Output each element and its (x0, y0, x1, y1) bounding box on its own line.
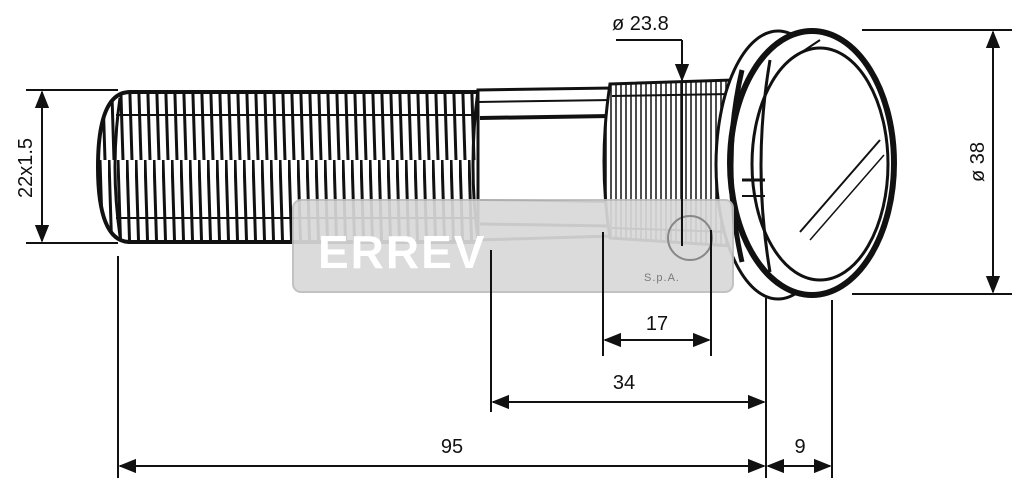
neck-diameter-label: ø 23.8 (612, 13, 669, 35)
watermark-brand: ERREV (318, 226, 486, 278)
shank-length-label: 34 (613, 372, 635, 394)
head-diameter-label: ø 38 (967, 142, 989, 182)
head-thickness-label: 9 (794, 436, 805, 458)
total-length-label: 95 (441, 436, 463, 458)
thread-dimension-label: 22x1.5 (15, 138, 37, 198)
knurl-length-label: 17 (646, 313, 668, 335)
dimension-arrows (34, 30, 1001, 474)
watermark-suffix: S.p.A. (644, 272, 680, 284)
watermark-logo: ERREV S.p.A. (292, 199, 734, 293)
bolt-head (714, 28, 897, 301)
extension-lines (26, 29, 1012, 478)
